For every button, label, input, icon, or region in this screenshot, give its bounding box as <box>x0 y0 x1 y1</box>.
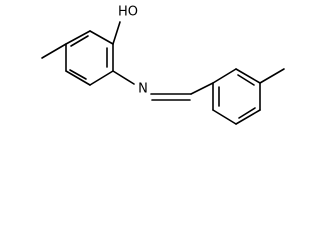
methine-to-ring-bond <box>190 82 214 95</box>
left-methyl-bond <box>41 43 67 59</box>
right-methyl-bond <box>259 68 285 84</box>
ring-a-bond-1 <box>89 30 114 45</box>
ring-b-bond-5 <box>235 68 261 84</box>
ring-a-double-bond-2 <box>69 69 87 80</box>
ring-b-bond-3 <box>235 109 261 125</box>
imine-double-bond <box>150 93 192 101</box>
ring-b-double-bond-3 <box>237 74 255 86</box>
chemical-structure-diagram: HO N <box>41 5 285 125</box>
ring-to-nitrogen-bond <box>112 70 135 85</box>
hydroxyl-bond <box>112 21 121 45</box>
ring-a-double-bond-3 <box>70 35 89 47</box>
imine-nitrogen-label: N <box>138 82 148 97</box>
hydroxyl-label: HO <box>118 5 138 20</box>
ring-a-bond-3 <box>89 70 114 86</box>
ring-b-bond-2 <box>212 109 237 125</box>
tolyl-ring <box>212 68 261 125</box>
ring-b-bond-6 <box>212 68 237 84</box>
ring-b-double-bond-2 <box>238 107 256 119</box>
ring-a-bond-6 <box>65 30 91 45</box>
ring-a-bond-4 <box>65 70 91 86</box>
phenol-ring <box>65 30 114 86</box>
